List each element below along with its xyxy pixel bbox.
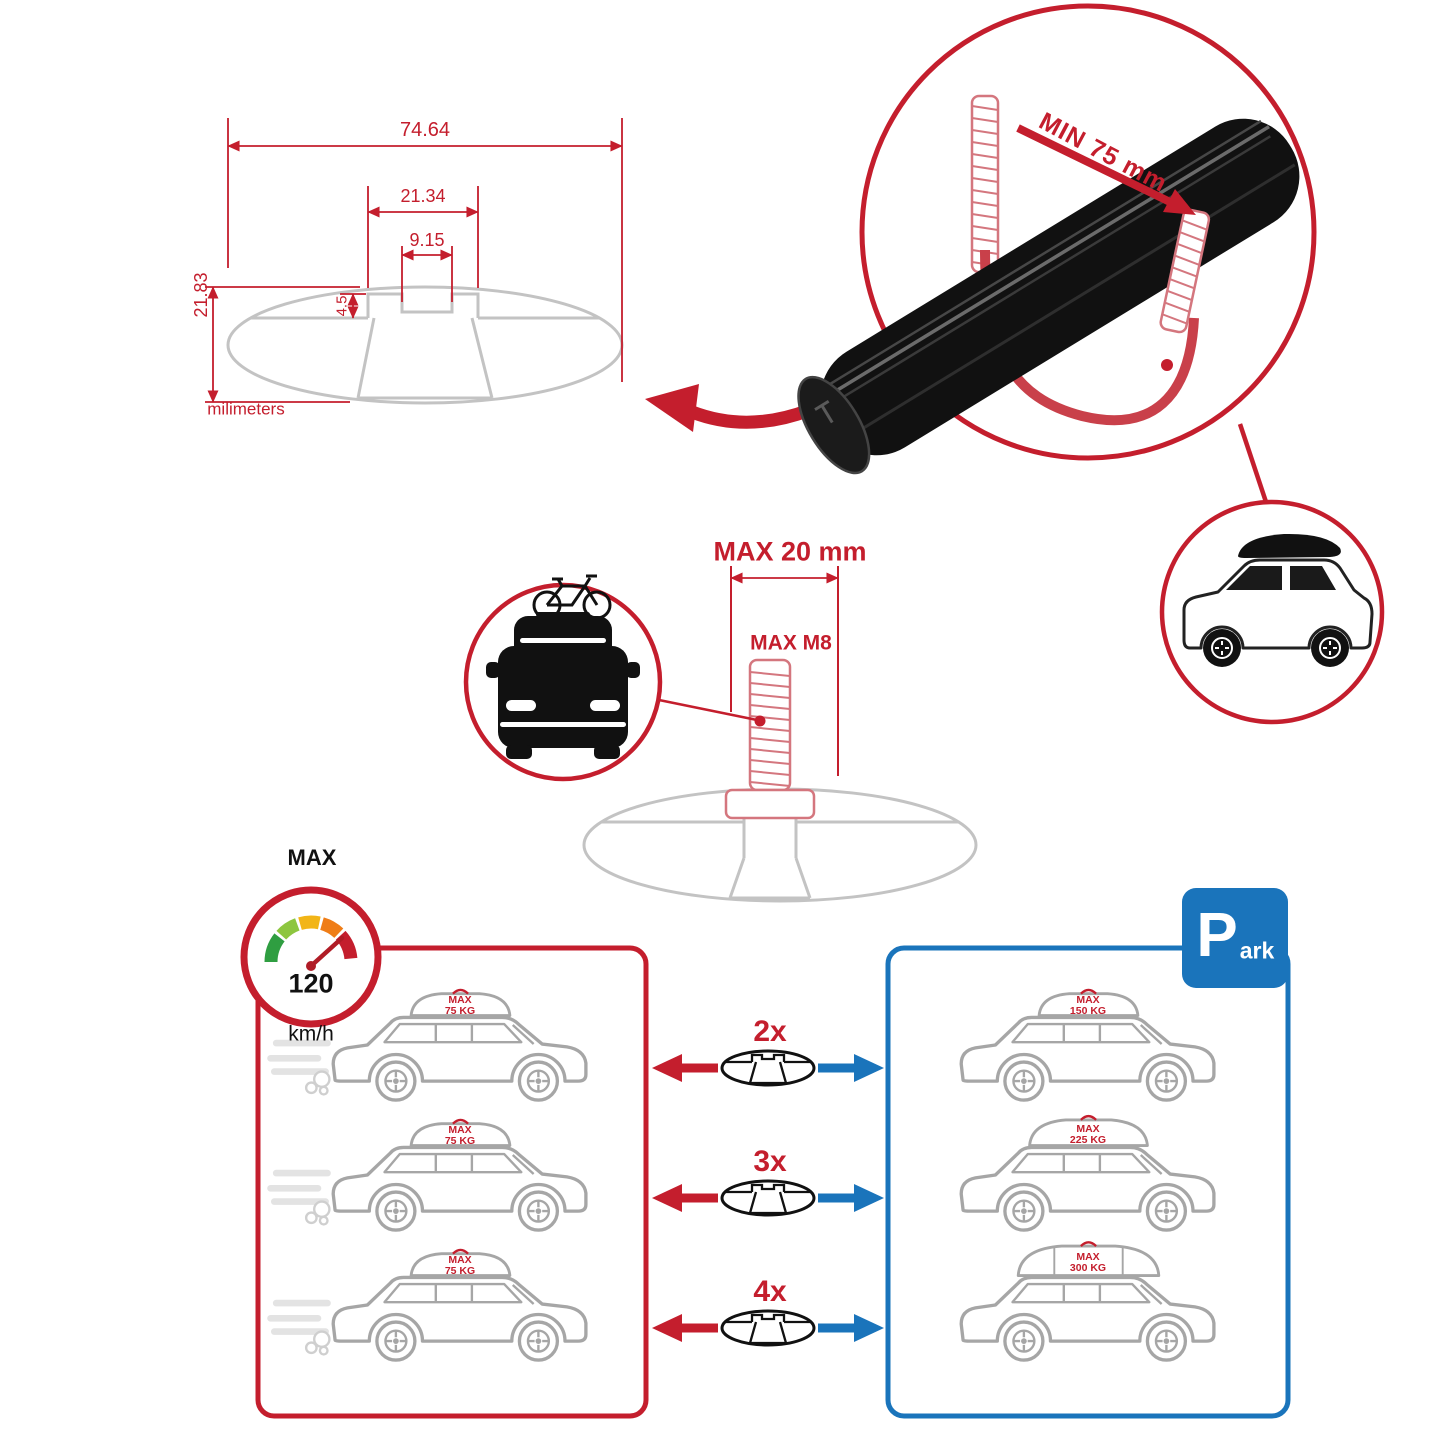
dim-lip-depth: 4.5 bbox=[333, 295, 351, 317]
dimension-lines bbox=[205, 118, 623, 403]
crossbar-profile-drawing bbox=[205, 118, 624, 405]
bumper-line bbox=[500, 722, 626, 727]
cargo-max-label: MAX bbox=[448, 1123, 472, 1136]
units-label: milimeters bbox=[207, 399, 285, 419]
bar-count-row-2 bbox=[652, 1179, 884, 1217]
roof-box bbox=[1238, 533, 1341, 558]
cargo-max-label: MAX bbox=[1076, 993, 1100, 1006]
cargo-weight-label: 75 KG bbox=[444, 1134, 476, 1147]
roof-crossbar bbox=[536, 612, 590, 617]
suv-windows bbox=[1226, 566, 1336, 590]
dim-channel-inner: 9.15 bbox=[409, 230, 445, 250]
u-bolt-clamp-front bbox=[1159, 208, 1211, 334]
gauge-needle bbox=[308, 935, 345, 969]
cargo-weight-label: 150 KG bbox=[1069, 1004, 1107, 1017]
bolt-profile-channel bbox=[602, 790, 958, 900]
windshield-line bbox=[520, 638, 606, 643]
speed-max-label: MAX bbox=[287, 845, 337, 870]
cargo-weight-label: 75 KG bbox=[444, 1264, 476, 1277]
inset-to-suv-line bbox=[1237, 423, 1269, 503]
profile-ellipse bbox=[226, 285, 624, 405]
speed-panel-border bbox=[255, 945, 649, 1419]
cargo-max-label: MAX bbox=[448, 1253, 472, 1266]
bolt-point-dot bbox=[754, 715, 766, 727]
bar-count-row-3 bbox=[652, 1309, 884, 1347]
speed-limit-gauge bbox=[240, 886, 382, 1028]
bike-car-inset bbox=[463, 574, 663, 782]
bolt-leader-line bbox=[658, 698, 758, 722]
gauge-needle-pivot bbox=[306, 961, 316, 971]
clamp-mounting-inset bbox=[797, 3, 1317, 503]
gauge-circle bbox=[240, 886, 382, 1028]
max-thread-label: MAX M8 bbox=[750, 631, 832, 655]
min-clearance-arrow bbox=[1016, 124, 1196, 215]
cargo-weight-label: 75 KG bbox=[444, 1004, 476, 1017]
dim-total-height: 21.83 bbox=[191, 272, 211, 318]
bolt-dimension-lines bbox=[730, 566, 839, 776]
cargo-max-label: MAX bbox=[1076, 1122, 1100, 1135]
cargo-max-label: MAX bbox=[448, 993, 472, 1006]
driving-car-row-2 bbox=[271, 1118, 586, 1230]
park-letter: P bbox=[1196, 901, 1238, 970]
count-4x: 4x bbox=[753, 1275, 787, 1308]
dim-total-width: 74.64 bbox=[399, 119, 451, 141]
driving-car-row-3 bbox=[271, 1248, 586, 1360]
headlight-right bbox=[590, 700, 620, 711]
count-2x: 2x bbox=[753, 1015, 787, 1048]
suv-wheels bbox=[1203, 629, 1349, 667]
threaded-bolt bbox=[724, 658, 816, 820]
count-3x: 3x bbox=[753, 1145, 787, 1178]
profile-channel bbox=[251, 292, 599, 400]
clamp-point-dot bbox=[1161, 359, 1173, 371]
cargo-weight-label: 300 KG bbox=[1069, 1261, 1107, 1274]
max-bolt-length-label: MAX 20 mm bbox=[713, 536, 867, 567]
bolt-spec-diagram bbox=[582, 566, 978, 903]
park-panel-border bbox=[885, 945, 1291, 1419]
park-suffix: ark bbox=[1239, 937, 1275, 964]
cargo-max-label: MAX bbox=[1076, 1250, 1100, 1263]
bar-count-row-1 bbox=[652, 1049, 884, 1087]
park-sign bbox=[1182, 888, 1288, 988]
speed-unit: km/h bbox=[288, 1022, 334, 1046]
speed-value: 120 bbox=[288, 968, 334, 999]
dim-channel-outer: 21.34 bbox=[400, 186, 446, 206]
roofbox-suv-inset bbox=[1159, 499, 1385, 725]
cargo-weight-label: 225 KG bbox=[1069, 1133, 1107, 1146]
headlight-left bbox=[506, 700, 536, 711]
